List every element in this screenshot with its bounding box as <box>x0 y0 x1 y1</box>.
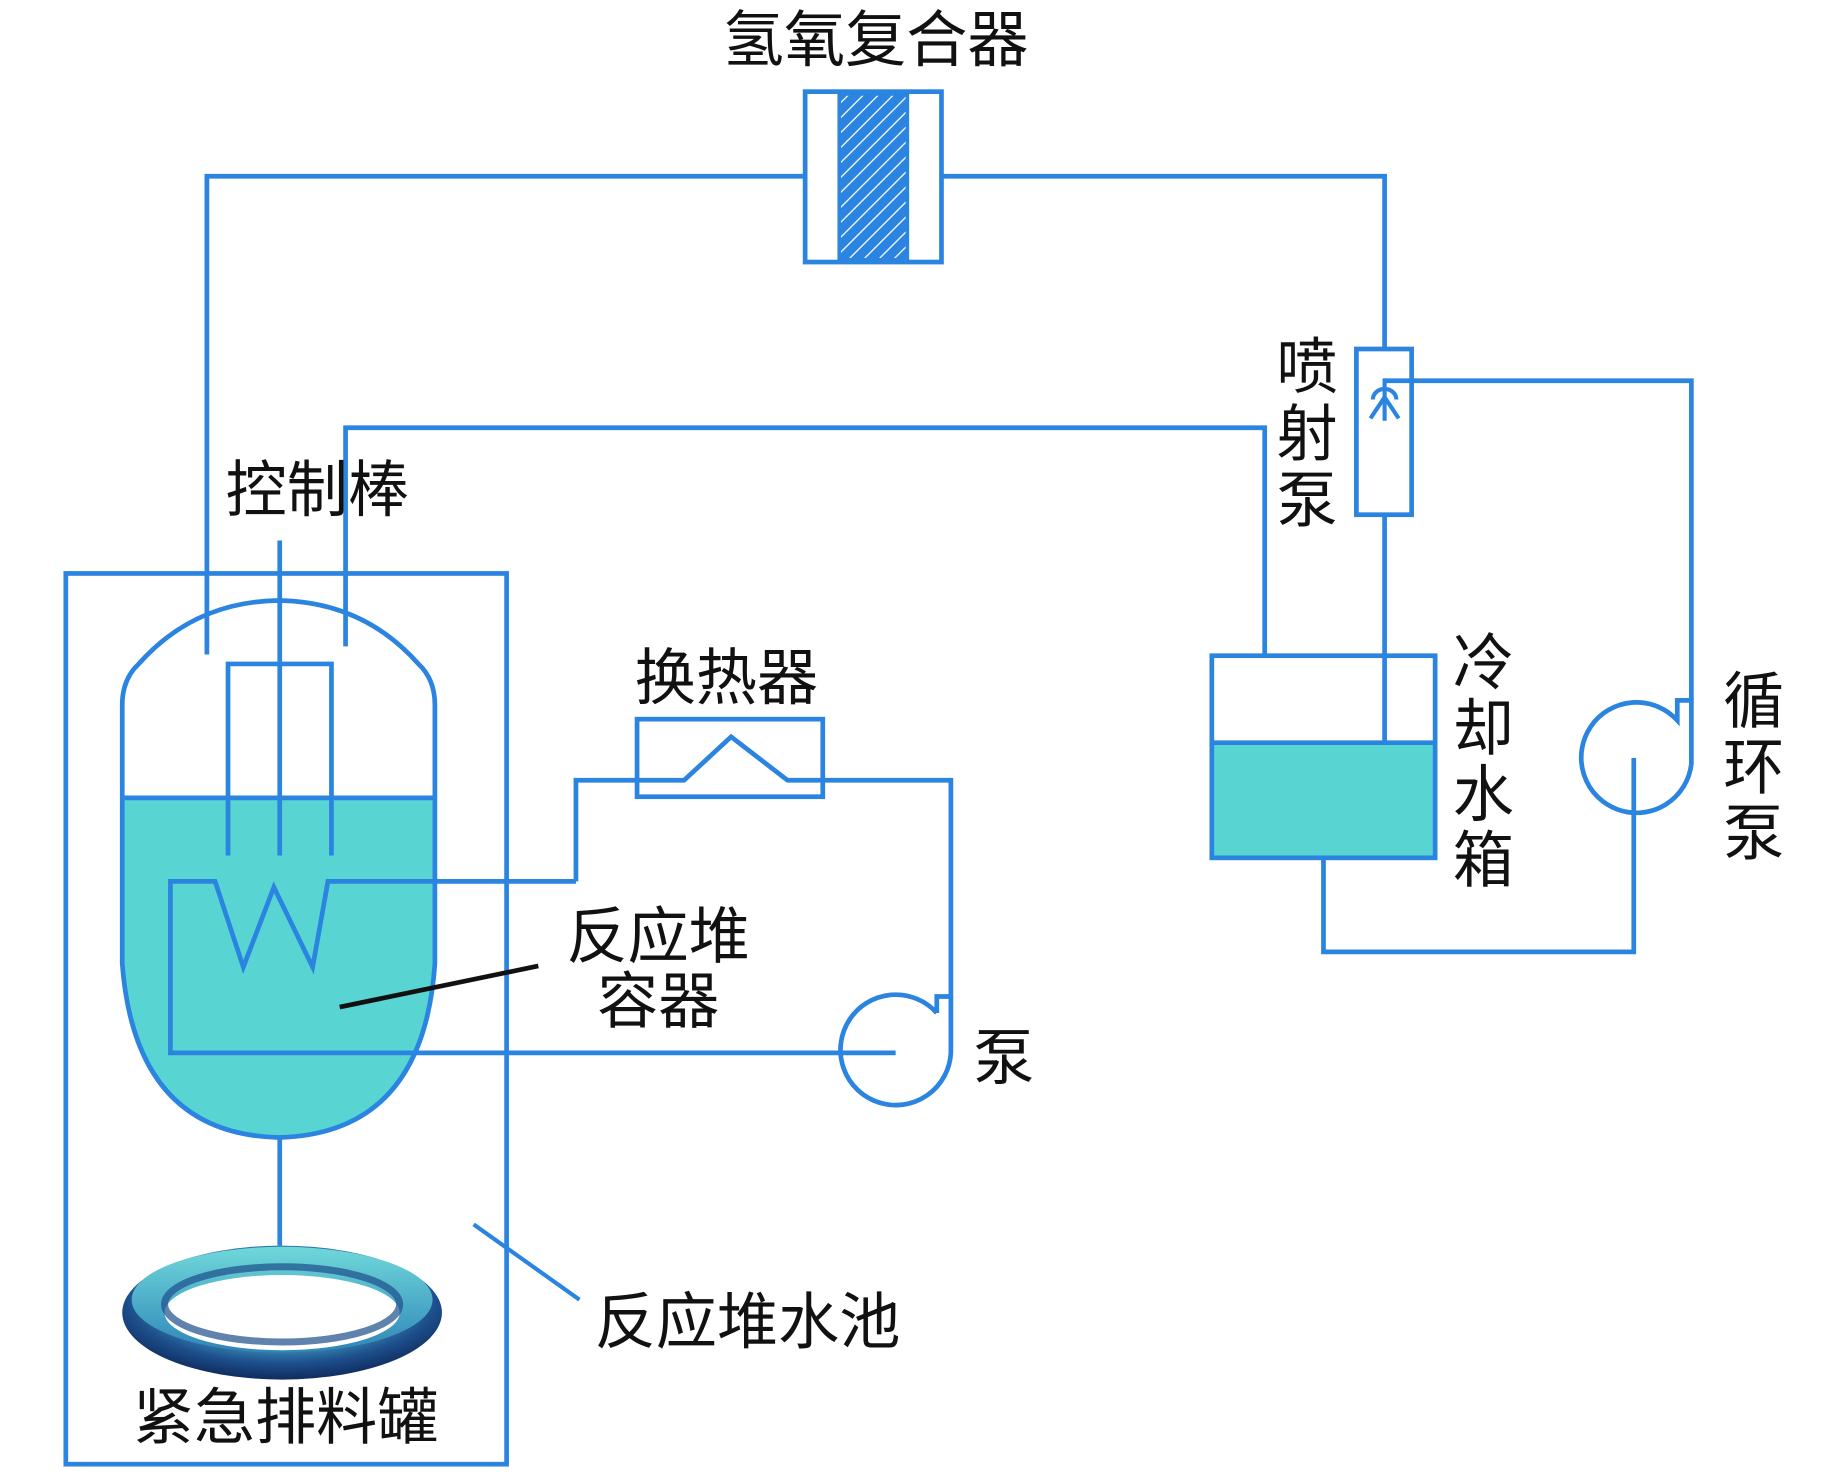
heat-exchanger <box>634 716 826 800</box>
heat-exchanger-label: 换热器 <box>635 643 818 714</box>
jet-nozzle-icon <box>1368 378 1401 421</box>
jet-pump-label-1: 喷 <box>1276 332 1337 403</box>
primary-pump-casing <box>838 992 954 1108</box>
pipe-tank-to-circulation-pump <box>1321 757 1637 955</box>
pipe-vessel-to-recombiner <box>204 173 806 655</box>
circulation-pump-casing <box>1578 698 1694 816</box>
jet-pump-label-2: 射 <box>1276 399 1337 470</box>
reactor-vessel-label-2: 容器 <box>597 966 719 1037</box>
jet-pump-label-3: 泵 <box>1276 466 1337 537</box>
pump-label: 泵 <box>973 1023 1034 1094</box>
cooling-tank-label-2: 却 <box>1453 694 1514 765</box>
emergency-dump-tank-label: 紧急排料罐 <box>133 1382 439 1453</box>
control-rods <box>225 540 334 856</box>
reactor-pool <box>63 571 509 1467</box>
pipe-circulation-to-jet-pump <box>1384 378 1694 701</box>
reactor-vessel-leader <box>339 963 539 1010</box>
primary-loop <box>573 733 954 1013</box>
jet-pump <box>1354 346 1414 518</box>
circulation-pump-label-2: 环 <box>1723 733 1784 804</box>
recombiner-label: 氢氧复合器 <box>723 5 1029 76</box>
reactor-pool-label: 反应堆水池 <box>595 1287 901 1358</box>
pipe-vessel-to-cooling-tank <box>343 425 1268 656</box>
recombiner <box>802 89 944 265</box>
core-coil <box>168 878 896 1056</box>
vessel-shell <box>119 598 438 1140</box>
pipe-recombiner-to-jet-pump <box>941 173 1387 350</box>
cooling-tank-label-4: 箱 <box>1453 825 1514 896</box>
cooling-water-tank <box>1209 653 1438 861</box>
circulation-pump-label-1: 循 <box>1723 667 1784 738</box>
emergency-dump-tank <box>122 1245 442 1380</box>
reactor-pool-leader <box>472 1222 581 1302</box>
reactor-vessel-label-1: 反应堆 <box>567 902 750 973</box>
recombiner-catalyst-bed <box>837 92 910 262</box>
circulation-pump-label-3: 泵 <box>1723 798 1784 869</box>
cooling-tank-label-1: 冷 <box>1453 628 1514 699</box>
cooling-tank-label-3: 水 <box>1453 760 1514 831</box>
control-rod-label: 控制棒 <box>226 455 409 526</box>
